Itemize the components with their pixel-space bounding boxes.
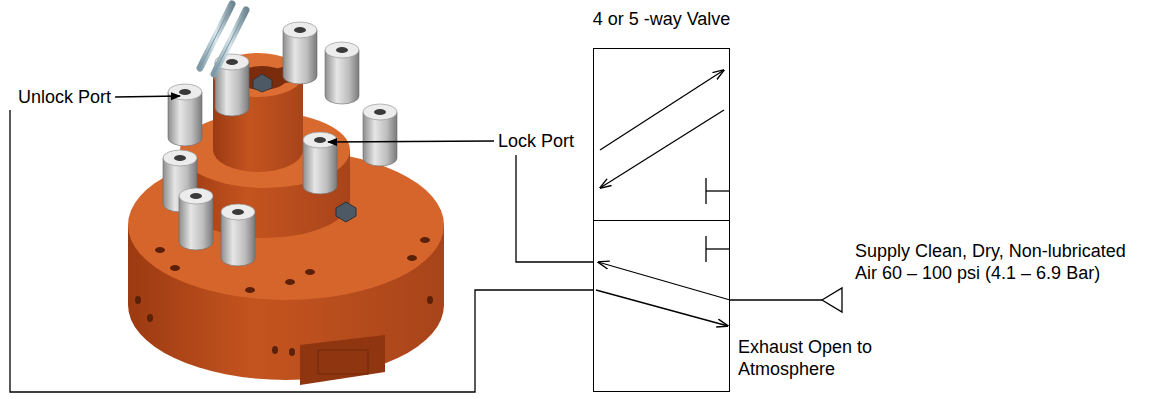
- port-label: Unlock Port: [18, 86, 111, 108]
- side-hole: [427, 296, 433, 304]
- side-hole: [147, 314, 153, 322]
- guide-pin: [214, 10, 246, 74]
- flow-arrow: [598, 262, 730, 300]
- guide-pin-edge: [214, 10, 246, 74]
- valve-divider: [593, 220, 730, 221]
- port-cylinder: [221, 204, 255, 266]
- mount-hole: [170, 265, 180, 271]
- blocked-port: [706, 248, 730, 249]
- tool-changer-module: [128, 4, 444, 385]
- flow-arrow: [596, 290, 728, 326]
- flow-arrow: [600, 110, 724, 188]
- port-cylinder: [363, 104, 397, 166]
- cap-screw: [336, 202, 356, 222]
- port-cylinder: [283, 22, 317, 84]
- lock-line: [516, 155, 593, 262]
- side-hole: [272, 346, 278, 354]
- flow-arrow: [600, 70, 724, 150]
- side-hole: [289, 348, 295, 356]
- flat-face: [300, 335, 385, 385]
- mount-hole: [420, 237, 430, 243]
- valve-box: 4 or 5 -way Valve: [593, 8, 730, 392]
- port-cylinder: [303, 132, 337, 194]
- mount-hole: [407, 255, 417, 261]
- supply-symbol: [822, 288, 842, 312]
- guide-pin-edge: [200, 4, 232, 68]
- flat-recess: [318, 350, 368, 374]
- side-hole: [135, 296, 141, 304]
- mount-hole: [155, 247, 165, 253]
- unlock-line: [10, 110, 593, 392]
- mount-hole: [245, 287, 255, 293]
- guide-pin: [200, 4, 232, 68]
- port-cylinder: [325, 42, 359, 104]
- air-lines: [10, 96, 842, 392]
- exhaust-note: Exhaust Open to Atmosphere: [738, 336, 913, 380]
- port-label: Lock Port: [498, 130, 574, 152]
- port-cylinder: [179, 188, 213, 250]
- supply-note: Supply Clean, Dry, Non-lubricated Air 60…: [855, 240, 1145, 284]
- leader-line: [328, 141, 494, 142]
- mount-hole: [305, 269, 315, 275]
- port-cylinder: [168, 84, 202, 146]
- leader-line: [115, 96, 180, 97]
- blocked-port: [706, 190, 730, 191]
- supply-line: [730, 299, 822, 300]
- valve-symbol: [596, 70, 730, 326]
- mount-hole: [285, 279, 295, 285]
- valve-title: 4 or 5 -way Valve: [593, 8, 731, 30]
